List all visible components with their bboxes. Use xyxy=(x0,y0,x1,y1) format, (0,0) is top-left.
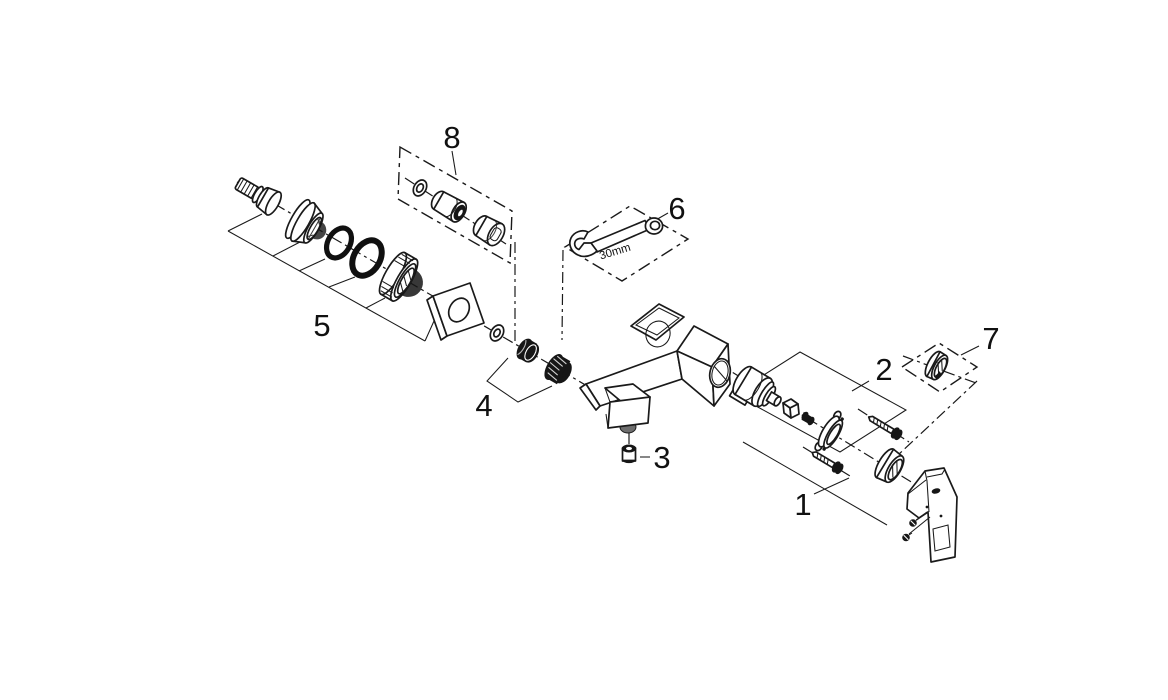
dashed-box-part6 xyxy=(563,205,690,282)
part-small-stud xyxy=(801,411,815,426)
bracket-part4 xyxy=(486,357,553,403)
wrench-open-end xyxy=(568,229,598,258)
part-1-group xyxy=(874,448,958,563)
part-threaded-union xyxy=(234,177,283,216)
centerline-part6-drop xyxy=(561,249,564,341)
body-bar-end xyxy=(579,383,601,411)
part-screw-long-2 xyxy=(811,451,844,475)
part-flange-nut xyxy=(284,198,327,244)
part-dark-nut xyxy=(544,354,572,385)
body-outlet-front xyxy=(607,396,651,429)
part-o-ring-small xyxy=(323,225,355,261)
part-small-washer8 xyxy=(412,179,428,197)
part-socket-sleeve xyxy=(472,215,506,247)
callout-4: 4 xyxy=(475,388,492,423)
body-wall-plate xyxy=(630,303,685,348)
part-square-escutcheon xyxy=(426,282,485,341)
part-8-group xyxy=(412,179,506,247)
bracket-part1 xyxy=(742,441,888,526)
part-6-wrench: 30mm xyxy=(568,217,664,263)
part-lever-handle xyxy=(906,467,958,563)
callout-8: 8 xyxy=(443,120,460,155)
part-3-plug xyxy=(621,444,637,464)
part-valve-cylinder xyxy=(430,190,468,223)
part-washer xyxy=(489,324,505,342)
part-cartridge xyxy=(728,365,782,408)
leader-part7 xyxy=(960,345,980,356)
callout-7: 7 xyxy=(982,321,999,356)
part-union-nut xyxy=(378,251,423,302)
leader-part8 xyxy=(451,150,457,176)
callout-3: 3 xyxy=(653,440,670,475)
part-o-ring-large xyxy=(349,237,385,279)
bracket-part5 xyxy=(227,213,444,342)
faucet-body xyxy=(579,303,732,434)
part-handle-screws xyxy=(902,511,931,542)
part-7-cap xyxy=(924,350,949,381)
part-mounting-flange xyxy=(814,410,844,452)
part-2-group xyxy=(728,365,903,475)
dashed-box-part8 xyxy=(397,145,513,265)
part-dome-ring xyxy=(874,448,905,484)
centerlines xyxy=(236,177,978,503)
part-5-group xyxy=(234,177,505,342)
callout-2: 2 xyxy=(875,352,892,387)
dashed-box-part7 xyxy=(900,342,979,393)
centerline-part7-drop xyxy=(896,380,978,457)
callout-6: 6 xyxy=(668,191,685,226)
part-dark-cap xyxy=(516,338,540,363)
callouts: 1 2 3 4 5 6 7 8 xyxy=(313,120,999,522)
callout-1: 1 xyxy=(794,487,811,522)
part-4-group xyxy=(516,338,572,385)
part-square-nut xyxy=(782,398,800,419)
part-screw-long-1 xyxy=(867,415,903,441)
callout-5: 5 xyxy=(313,308,330,343)
